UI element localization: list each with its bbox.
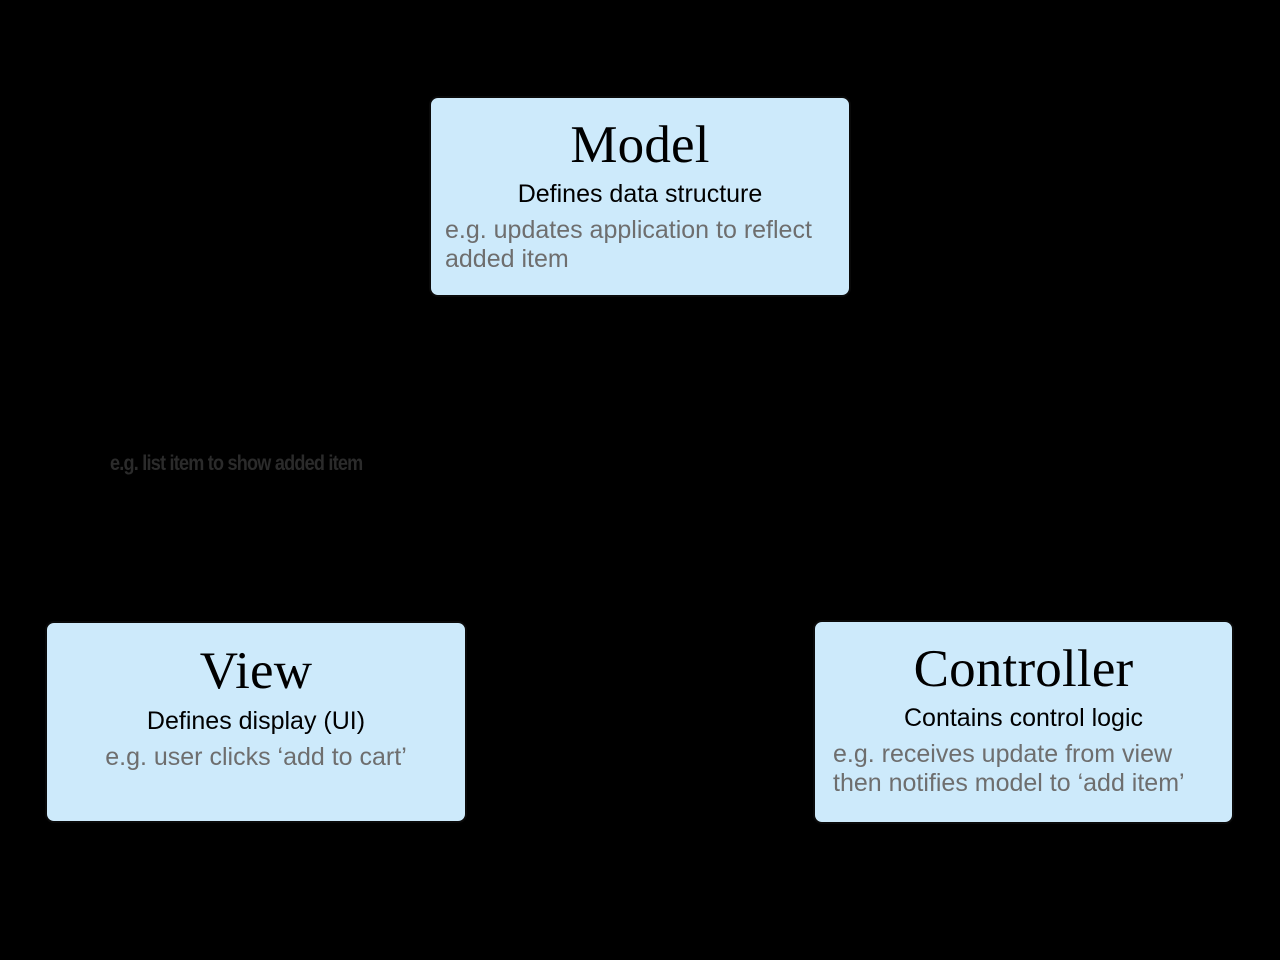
node-controller-title: Controller: [913, 640, 1134, 698]
node-model-title: Model: [570, 116, 710, 174]
node-view[interactable]: View Defines display (UI) e.g. user clic…: [45, 621, 467, 823]
node-controller-subtitle: Contains control logic: [903, 704, 1143, 732]
node-view-example: e.g. user clicks ‘add to cart’: [105, 742, 407, 771]
node-model-example: e.g. updates application to reflect adde…: [445, 215, 812, 274]
node-controller-example: e.g. receives update from view then noti…: [833, 739, 1185, 798]
annotation-view-to-model: e.g. list item to show added item: [110, 452, 363, 475]
node-model-subtitle: Defines data structure: [517, 180, 763, 208]
node-model[interactable]: Model Defines data structure e.g. update…: [429, 96, 851, 297]
node-view-subtitle: Defines display (UI): [146, 707, 366, 735]
node-controller[interactable]: Controller Contains control logic e.g. r…: [813, 620, 1234, 824]
node-view-title: View: [199, 642, 313, 700]
